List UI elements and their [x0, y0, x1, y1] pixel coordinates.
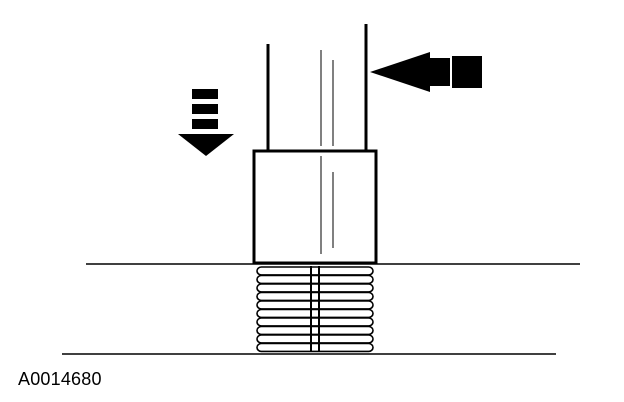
tool-shaft — [266, 24, 368, 150]
seal-ring — [256, 342, 374, 353]
left-arrow-icon — [370, 52, 482, 92]
seal-ring — [256, 266, 374, 276]
seal-ring — [256, 334, 374, 344]
seal-stack — [256, 266, 374, 353]
figure-id-label: A0014680 — [18, 369, 102, 389]
seal-ring — [256, 308, 374, 319]
seal-ring — [256, 325, 374, 336]
seal-ring — [256, 283, 374, 293]
seal-ring — [256, 300, 374, 310]
seal-ring — [256, 317, 374, 327]
seal-ring — [256, 291, 374, 302]
down-arrow-icon — [178, 89, 234, 156]
tool-body — [252, 149, 378, 265]
seal-ring — [256, 274, 374, 285]
seal-split — [310, 266, 320, 352]
